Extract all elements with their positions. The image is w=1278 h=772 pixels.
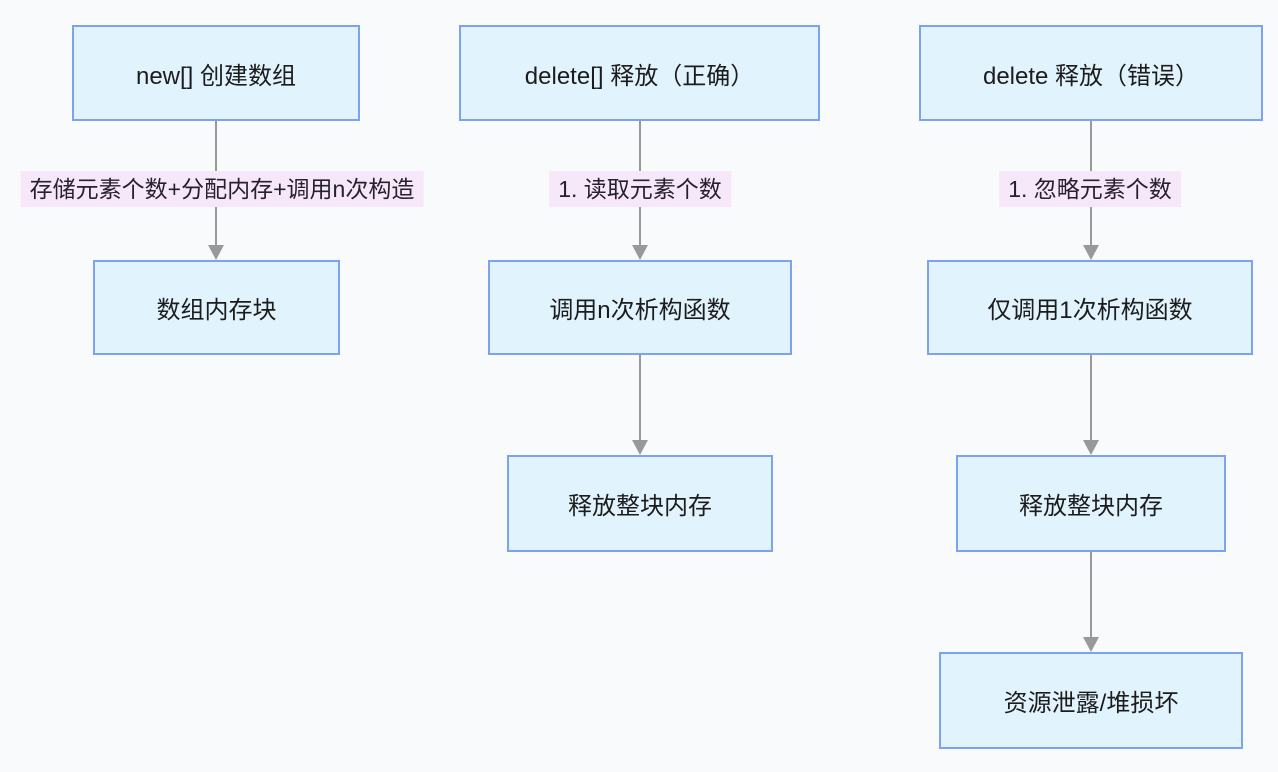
node-delete-array-correct-label: delete[] 释放（正确） xyxy=(524,62,755,90)
edge-label-new-array-process: 存储元素个数+分配内存+调用n次构造 xyxy=(20,171,424,207)
node-delete-wrong: delete 释放（错误） xyxy=(919,25,1263,121)
node-free-whole-block-correct-label: 释放整块内存 xyxy=(568,493,712,520)
arrow-head-icon xyxy=(1083,440,1099,455)
node-call-n-destructors: 调用n次析构函数 xyxy=(488,260,792,355)
arrow-head-icon xyxy=(1083,637,1099,652)
node-call-one-destructor-label: 仅调用1次析构函数 xyxy=(987,297,1193,324)
node-resource-leak-label: 资源泄露/堆损坏 xyxy=(1003,690,1179,717)
node-call-n-destructors-label: 调用n次析构函数 xyxy=(549,297,731,324)
node-free-whole-block-correct: 释放整块内存 xyxy=(507,455,773,552)
node-new-array: new[] 创建数组 xyxy=(72,25,360,121)
arrow-call-one-to-free-block xyxy=(1083,355,1099,455)
node-delete-wrong-label: delete 释放（错误） xyxy=(982,62,1200,90)
arrow-line xyxy=(639,355,641,440)
node-call-one-destructor: 仅调用1次析构函数 xyxy=(927,260,1253,355)
node-array-memory-block: 数组内存块 xyxy=(93,260,340,355)
arrow-call-n-to-free-block xyxy=(632,355,648,455)
node-delete-array-correct: delete[] 释放（正确） xyxy=(459,25,820,121)
node-resource-leak: 资源泄露/堆损坏 xyxy=(939,652,1243,749)
arrow-line xyxy=(1090,552,1092,637)
arrow-head-icon xyxy=(632,440,648,455)
edge-label-ignore-element-count: 1. 忽略元素个数 xyxy=(999,171,1181,207)
node-new-array-label: new[] 创建数组 xyxy=(135,62,297,90)
arrow-head-icon xyxy=(632,245,648,260)
arrow-head-icon xyxy=(1083,245,1099,260)
arrow-free-block-to-leak xyxy=(1083,552,1099,652)
arrow-head-icon xyxy=(208,245,224,260)
node-free-whole-block-wrong-label: 释放整块内存 xyxy=(1019,493,1163,520)
node-array-memory-block-label: 数组内存块 xyxy=(156,297,277,324)
node-free-whole-block-wrong: 释放整块内存 xyxy=(956,455,1226,552)
arrow-line xyxy=(1090,355,1092,440)
edge-label-read-element-count: 1. 读取元素个数 xyxy=(549,171,731,207)
